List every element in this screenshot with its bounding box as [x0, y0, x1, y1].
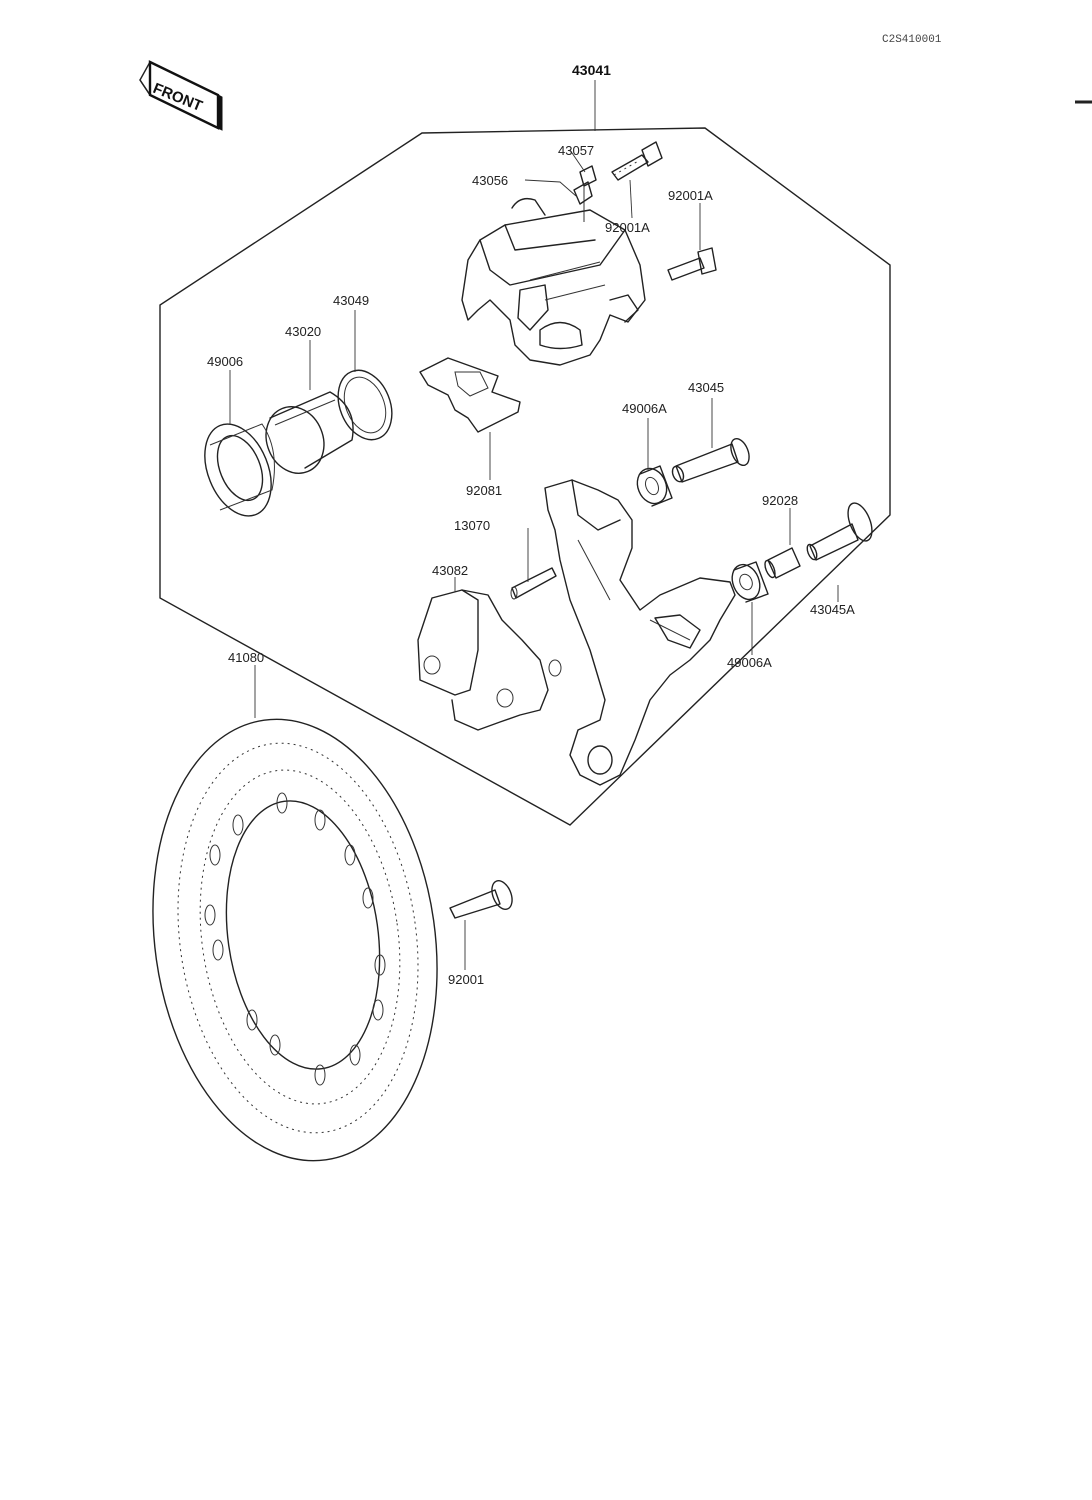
caliper-assembly-outline [159, 127, 891, 826]
caliper-body-drawing [461, 197, 646, 366]
seal-ring-43049-drawing [337, 369, 393, 441]
brake-disc-41080-drawing [152, 718, 438, 1162]
spring-plate-92081-drawing [419, 357, 521, 433]
label-92001: 92001 [448, 972, 484, 987]
front-direction-badge: FRONT [139, 60, 223, 131]
leader-43057 [569, 149, 586, 173]
slide-pin-43045a-drawing [806, 502, 873, 561]
label-43082: 43082 [432, 563, 468, 578]
label-92001a-1: 92001A [605, 220, 650, 235]
dust-seal-49006-drawing [204, 423, 275, 517]
label-43045a: 43045A [810, 602, 855, 617]
label-49006: 49006 [207, 354, 243, 369]
label-43045: 43045 [688, 380, 724, 395]
caliper-bracket-drawing [544, 479, 736, 786]
label-43049: 43049 [333, 293, 369, 308]
reference-code: C2S410001 [882, 34, 942, 46]
label-43057: 43057 [558, 143, 594, 158]
disc-bolt-92001-drawing [449, 879, 513, 919]
brake-pads-43082-drawing [417, 589, 562, 731]
sleeve-92028-drawing [764, 547, 801, 579]
label-49006a-2: 49006A [727, 655, 772, 670]
label-41080: 41080 [228, 650, 264, 665]
label-43041: 43041 [572, 62, 611, 78]
pad-clip-13070-drawing [510, 567, 557, 600]
bolt-92001a-right-drawing [667, 247, 717, 281]
piston-43020-drawing [265, 391, 354, 474]
bolt-92001a-upper-drawing [611, 141, 663, 181]
boot-49006a-lower-drawing [731, 561, 769, 603]
label-13070: 13070 [454, 518, 490, 533]
boot-49006a-upper-drawing [636, 465, 673, 507]
label-43020: 43020 [285, 324, 321, 339]
label-92081: 92081 [466, 483, 502, 498]
leader-92001a-1 [629, 179, 633, 219]
label-92028: 92028 [762, 493, 798, 508]
bleeder-valve-drawing [573, 165, 597, 222]
slide-pin-43045-drawing [671, 437, 750, 483]
leader-43056 [524, 179, 577, 197]
label-49006a-1: 49006A [622, 401, 667, 416]
label-92001a-2: 92001A [668, 188, 713, 203]
label-43056: 43056 [472, 173, 508, 188]
